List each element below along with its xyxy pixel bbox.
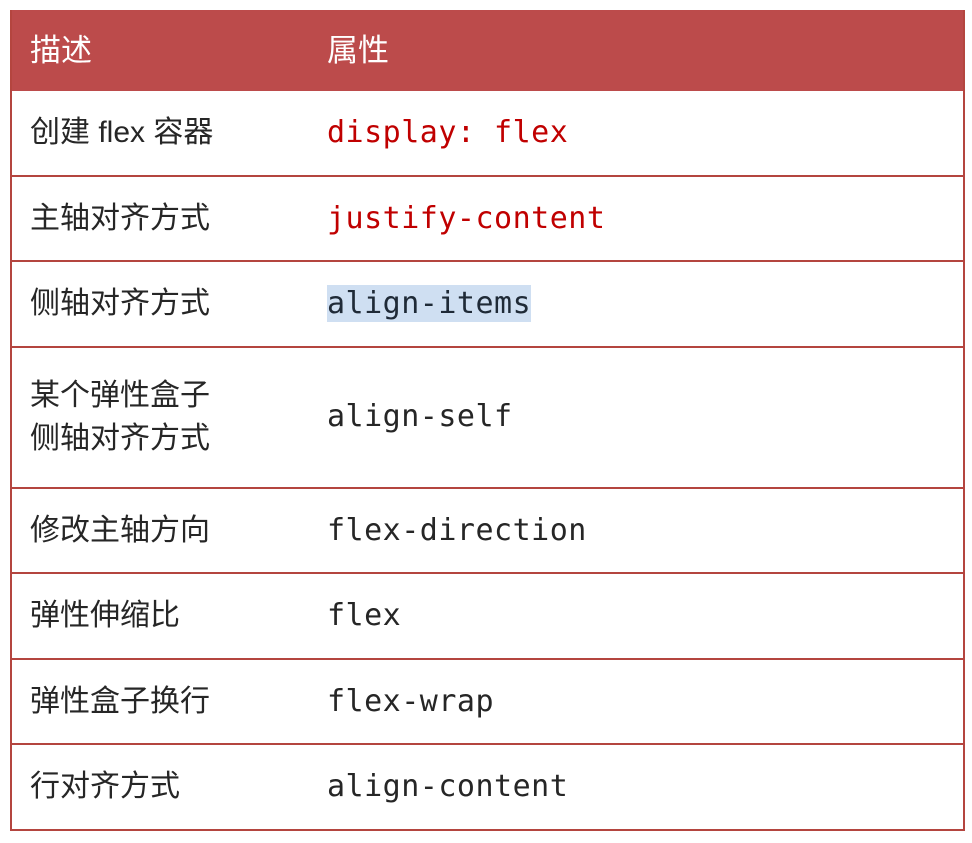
- description-text: 某个弹性盒子 侧轴对齐方式: [30, 378, 210, 456]
- cell-property: align-content: [309, 743, 964, 830]
- column-header-property: 属性: [309, 10, 964, 92]
- column-header-description: 描述: [11, 10, 309, 92]
- description-text: 侧轴对齐方式: [30, 287, 210, 321]
- cell-description: 修改主轴方向: [11, 486, 309, 574]
- cell-description: 创建 flex 容器: [11, 91, 309, 176]
- property-code: flex: [327, 598, 402, 634]
- cell-property: flex: [309, 572, 964, 659]
- table-row: 行对齐方式 align-content: [11, 743, 964, 830]
- cell-property: flex-direction: [309, 486, 964, 574]
- table-row: 某个弹性盒子 侧轴对齐方式 align-self: [11, 345, 964, 488]
- table-header-row: 描述 属性: [11, 10, 964, 92]
- property-code: flex-direction: [327, 512, 587, 548]
- cell-description: 行对齐方式: [11, 743, 309, 830]
- table-row: 侧轴对齐方式 align-items: [11, 260, 964, 347]
- property-code: align-content: [327, 769, 569, 805]
- table-row: 主轴对齐方式 justify-content: [11, 174, 964, 262]
- property-code: align-items: [309, 262, 963, 346]
- description-text: 主轴对齐方式: [30, 201, 210, 235]
- cell-description: 主轴对齐方式: [11, 174, 309, 262]
- cell-description: 某个弹性盒子 侧轴对齐方式: [11, 345, 309, 488]
- cell-property: flex-wrap: [309, 657, 964, 745]
- cell-property: justify-content: [309, 174, 964, 262]
- table-header: 描述 属性: [11, 10, 964, 92]
- property-code: flex-wrap: [327, 683, 495, 719]
- cell-description: 侧轴对齐方式: [11, 260, 309, 347]
- flex-properties-table: 描述 属性 创建 flex 容器 display: flex 主轴对齐方式 justi…: [10, 10, 965, 831]
- property-code: justify-content: [327, 200, 606, 236]
- cell-property: display: flex: [309, 91, 964, 176]
- description-text: 行对齐方式: [30, 770, 180, 804]
- description-text: 弹性伸缩比: [30, 599, 180, 633]
- property-code: align-self: [327, 399, 513, 435]
- table-row: 弹性盒子换行 flex-wrap: [11, 657, 964, 745]
- description-text: 创建 flex 容器: [30, 116, 214, 150]
- table-body: 创建 flex 容器 display: flex 主轴对齐方式 justify-con…: [11, 91, 964, 830]
- cell-description: 弹性盒子换行: [11, 657, 309, 745]
- property-code: display: flex: [327, 115, 569, 151]
- cell-property: align-self: [309, 345, 964, 488]
- table-row: 修改主轴方向 flex-direction: [11, 486, 964, 574]
- table-row: 弹性伸缩比 flex: [11, 572, 964, 659]
- table-row: 创建 flex 容器 display: flex: [11, 91, 964, 176]
- description-text: 修改主轴方向: [30, 513, 210, 547]
- cell-property: align-items: [309, 260, 964, 347]
- cell-description: 弹性伸缩比: [11, 572, 309, 659]
- selected-text-highlight[interactable]: align-items: [327, 285, 532, 323]
- description-text: 弹性盒子换行: [30, 684, 210, 718]
